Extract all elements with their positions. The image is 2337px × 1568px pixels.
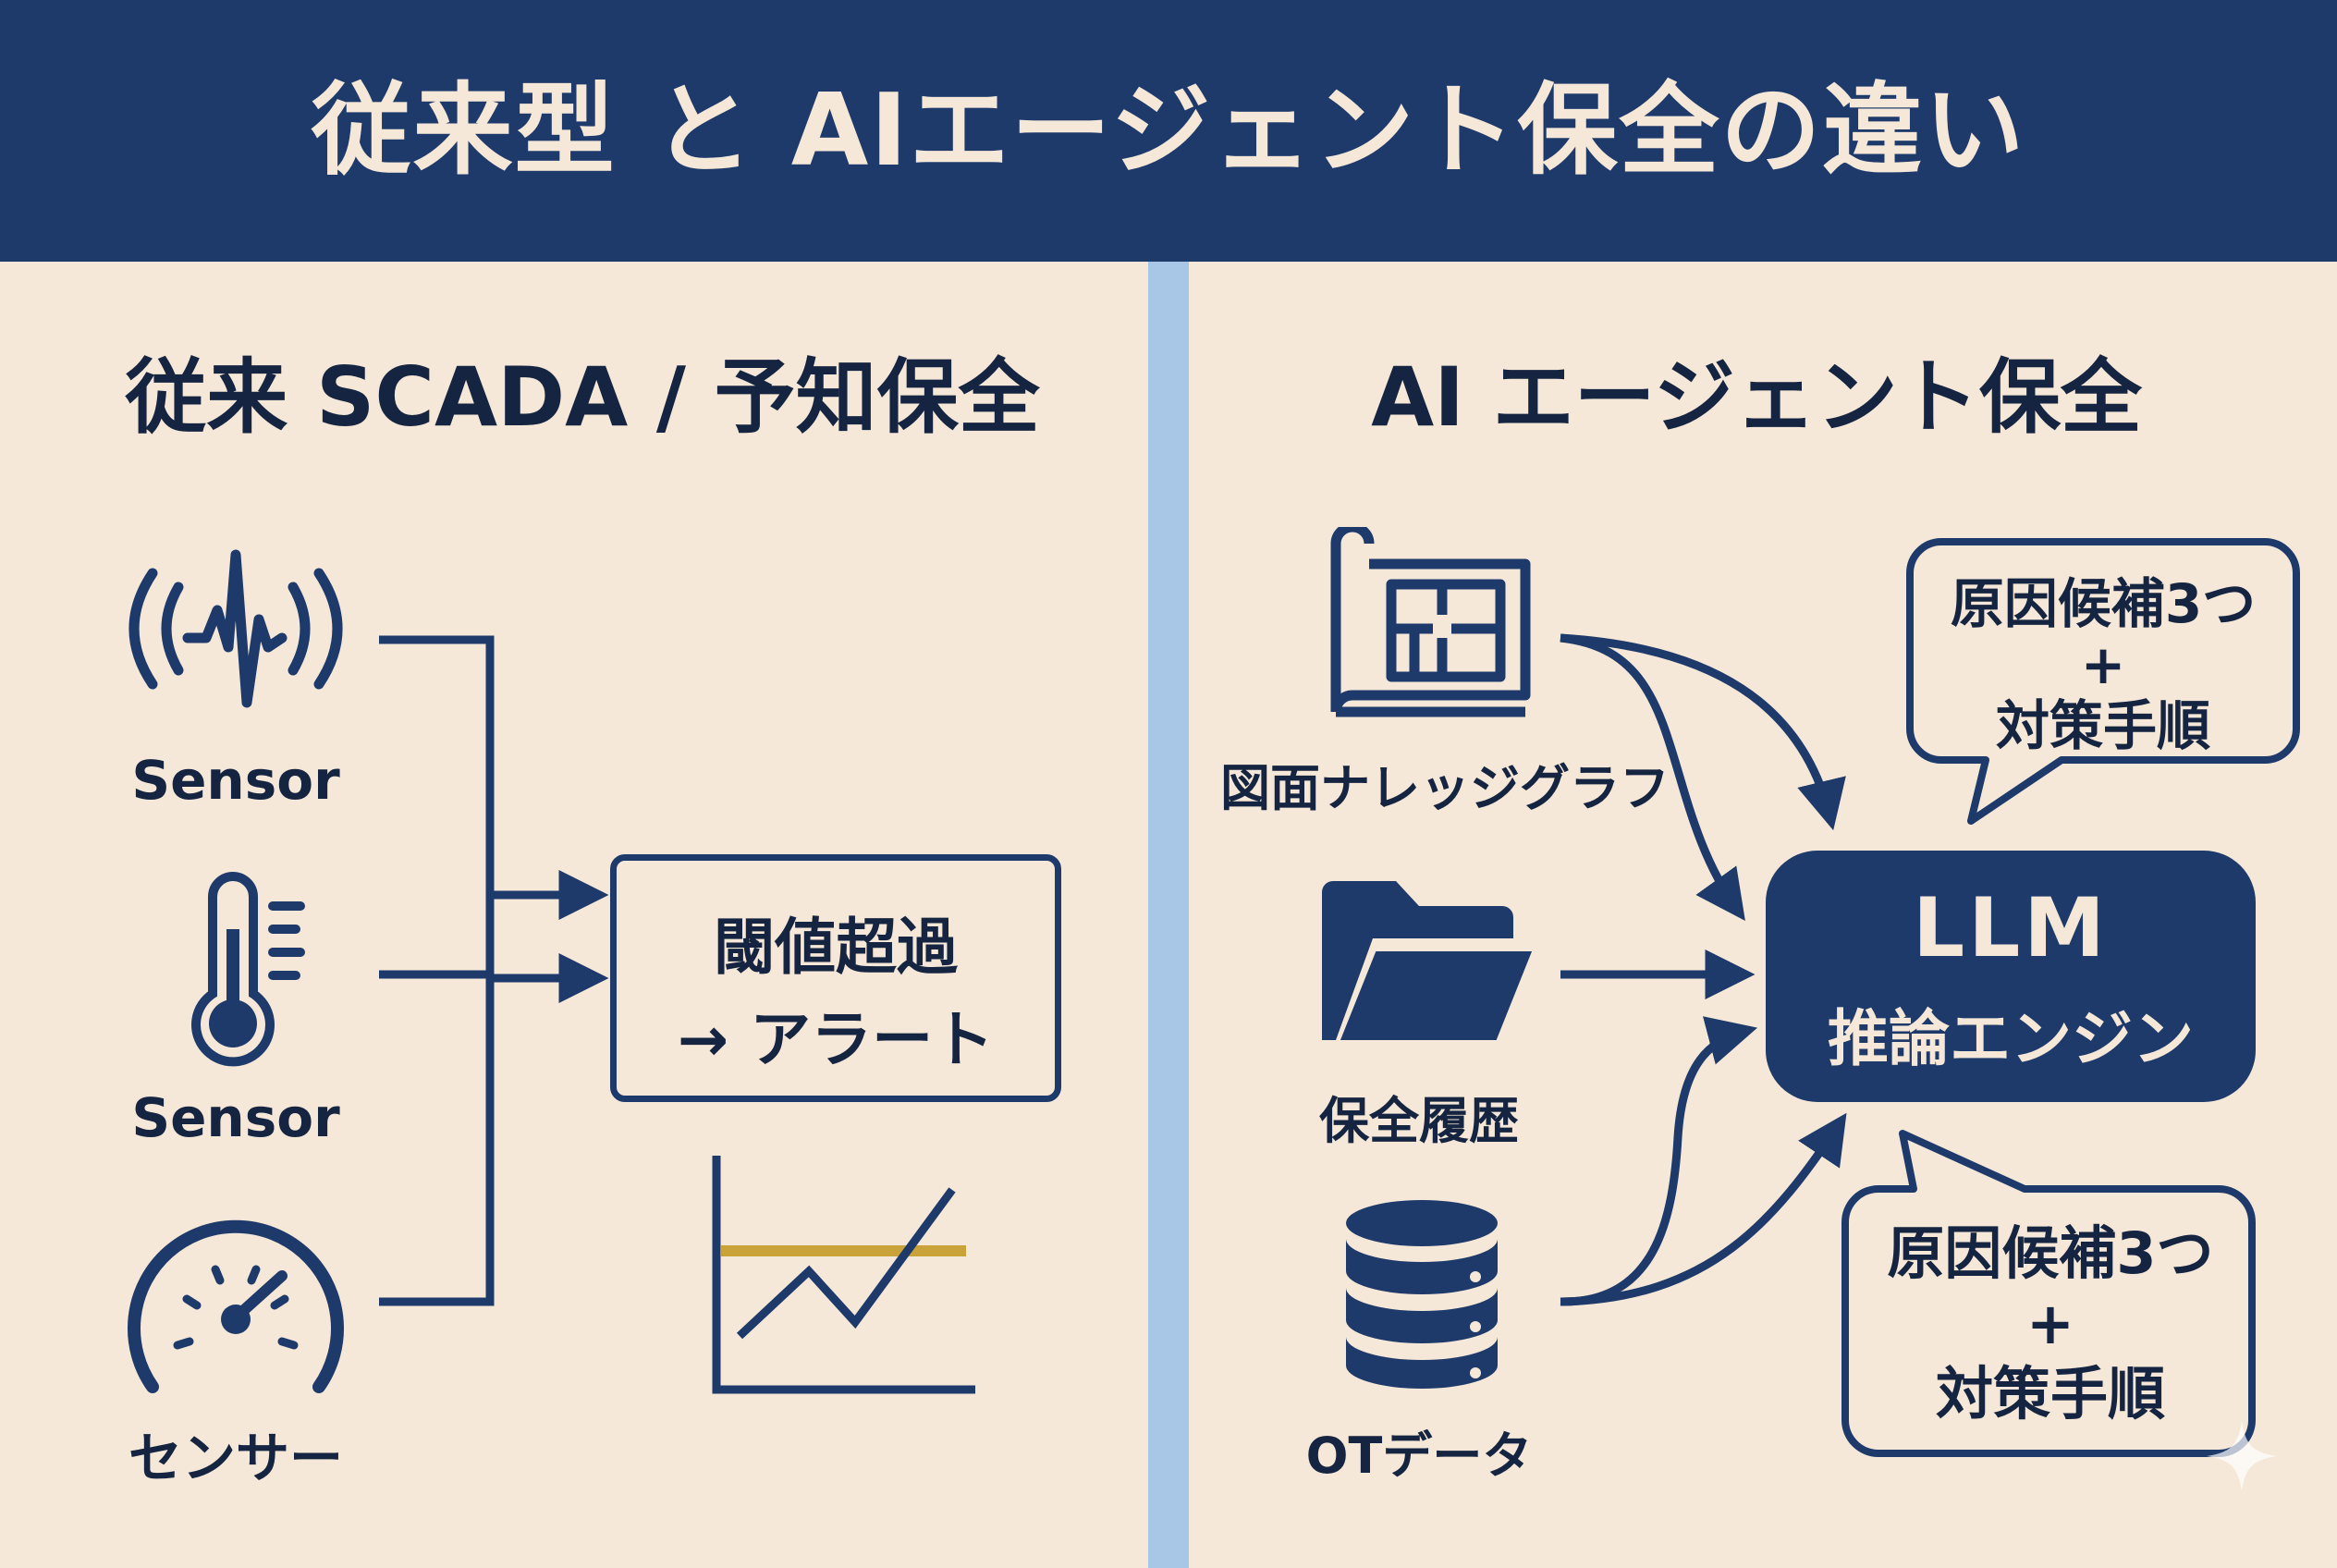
bubble-top-line-1: 原因候補3つ [1950, 572, 2257, 635]
panel-divider [1148, 262, 1189, 1568]
blueprint-arrow-a [1560, 633, 1846, 831]
thermometer-icon [191, 872, 305, 1067]
source-label-database: OTデータ [1305, 1427, 1533, 1485]
llm-engine-name: LLM [1913, 880, 2109, 975]
speech-bubble-top [1906, 538, 2300, 825]
gauge-icon [128, 1219, 344, 1393]
threshold-alert-box: 閾値超過 → アラート [610, 854, 1061, 1102]
left-panel-title: 従来 SCADA / 予知保全 [125, 349, 1040, 445]
bubble-bottom-line-1: 原因候補3つ [1887, 1219, 2214, 1287]
vibration-sensor-icon [128, 549, 343, 708]
database-arrow-b [1560, 1112, 1847, 1306]
page-title: 従来型 と AIエージェント保全の違い [311, 73, 2026, 189]
sensor-label-3: センサー [128, 1427, 343, 1489]
alert-box-line-1: 閾値超過 [714, 912, 958, 983]
header-bar: 従来型 と AIエージェント保全の違い [0, 0, 2337, 262]
sensor-label-2: Sensor [131, 1086, 340, 1149]
bubble-top-line-3: 対策手順 [1995, 694, 2210, 757]
blueprint-arrow-b [1560, 633, 1745, 921]
llm-engine-box: LLM 推論エンジン [1766, 851, 2256, 1102]
bubble-bottom-text: 原因候補3つ + 対策手順 [1849, 1219, 2252, 1429]
database-arrow-a [1560, 1016, 1758, 1306]
speech-bubble-bottom [1841, 1130, 2256, 1457]
blueprint-icon [1330, 527, 1531, 717]
folder-icon [1322, 881, 1537, 1044]
bubble-bottom-line-3: 対策手順 [1935, 1360, 2165, 1427]
threshold-chart-icon [712, 1156, 975, 1394]
sensor-label-1: Sensor [131, 749, 340, 812]
right-panel-title: AI エージェント保全 [1371, 349, 2142, 445]
llm-engine-subtitle: 推論エンジン [1828, 1003, 2194, 1074]
bubble-top-line-2: + [2080, 633, 2126, 696]
bubble-bottom-line-2: + [2026, 1290, 2074, 1357]
bubble-top-text: 原因候補3つ + 対策手順 [1910, 573, 2296, 756]
sparkle-icon [2207, 1421, 2277, 1491]
alert-box-line-2: → アラート [677, 1004, 995, 1075]
source-label-blueprint: 図面ナレッジグラフ [1220, 759, 1670, 817]
database-icon [1346, 1200, 1498, 1389]
source-label-folder: 保全履歴 [1319, 1092, 1519, 1150]
